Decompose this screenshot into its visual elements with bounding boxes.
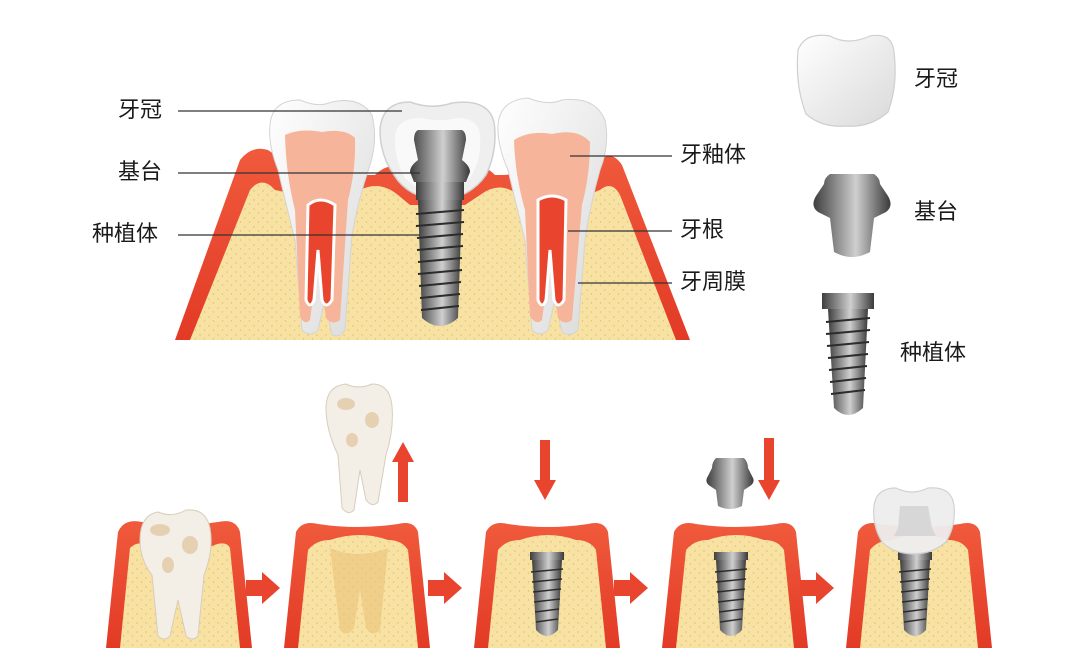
natural-tooth-left [269,99,376,337]
up-arrow [392,442,414,502]
label-periodontal-right: 牙周膜 [680,270,747,295]
empty-socket [330,548,388,634]
label-root-right: 牙根 [680,218,725,243]
step-4-abutment-placement [662,438,808,648]
step-arrow-1 [246,572,280,604]
step-arrow-2 [428,572,462,604]
legend-crown-part [796,34,896,127]
floating-abutment [706,458,754,509]
implant-abutment [410,130,470,182]
extracted-tooth [325,383,393,514]
pulp-right [536,194,568,307]
legend-implant-part [822,293,874,415]
down-arrow-2 [758,438,780,500]
down-arrow-1 [534,440,556,500]
step-1-damaged-tooth [106,509,252,648]
label-abutment-left: 基台 [118,160,163,185]
label-implant-left: 种植体 [92,222,159,247]
natural-tooth-right [497,97,608,336]
main-cross-section [175,97,690,340]
implant-tooth [379,101,496,326]
pulp-left [304,198,337,307]
legend-label-implant: 种植体 [900,341,967,366]
implant-collar [416,182,464,200]
label-dentin-right: 牙釉体 [680,143,747,168]
label-crown-left: 牙冠 [118,98,163,123]
step-5-crown-placement [846,487,992,648]
step-2-extraction [284,383,430,648]
legend-abutment-part [813,174,891,257]
legend-label-crown: 牙冠 [914,67,959,92]
legend-label-abutment: 基台 [914,200,959,225]
step-3-implant-placement [474,440,620,648]
step-arrow-3 [614,572,648,604]
leader-lines [178,110,672,284]
implant-threads [415,209,465,311]
step-arrow-4 [800,572,834,604]
